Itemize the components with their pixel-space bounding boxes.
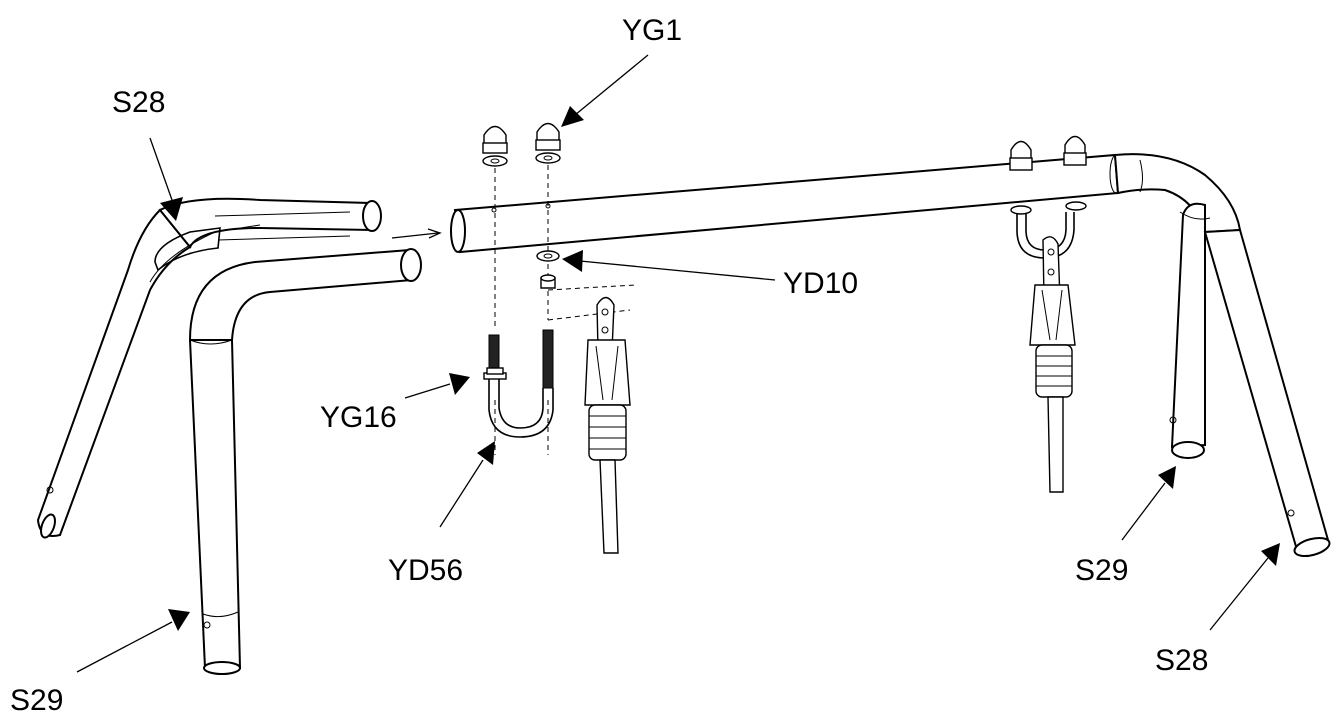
label-s29-right: S29 bbox=[1075, 554, 1128, 587]
label-yg16: YG16 bbox=[320, 401, 397, 434]
leader-yg1 bbox=[561, 54, 649, 127]
leader-yd10 bbox=[562, 250, 776, 281]
label-yg1: YG1 bbox=[622, 14, 682, 47]
leader-s28-bottom-right bbox=[1209, 543, 1280, 631]
label-s28-bottom-right: S28 bbox=[1155, 644, 1208, 677]
label-yd56: YD56 bbox=[388, 554, 463, 587]
label-s28-top-left: S28 bbox=[112, 86, 165, 119]
right-swing-hanger bbox=[1016, 212, 1076, 493]
dashed-alignment-lines bbox=[494, 165, 636, 455]
left-s28-tube bbox=[36, 197, 382, 539]
leader-s29-right bbox=[1121, 466, 1176, 541]
u-bolt-yd56 bbox=[483, 329, 554, 438]
insertion-arrow bbox=[391, 228, 442, 239]
right-frame bbox=[1113, 153, 1331, 558]
leader-yg16 bbox=[404, 373, 470, 399]
label-yd10: YD10 bbox=[783, 267, 858, 300]
left-swing-hook bbox=[584, 296, 631, 554]
leader-yd56 bbox=[439, 441, 495, 528]
washer-nut-yd10 bbox=[536, 250, 560, 289]
label-s29-bottom-left: S29 bbox=[10, 684, 63, 715]
left-s29-tube bbox=[188, 248, 422, 675]
leader-s28-top-left bbox=[149, 137, 183, 221]
leader-s29-bottom-left bbox=[76, 609, 190, 673]
right-cap-nuts bbox=[1009, 135, 1087, 215]
left-cap-nuts bbox=[482, 122, 561, 167]
